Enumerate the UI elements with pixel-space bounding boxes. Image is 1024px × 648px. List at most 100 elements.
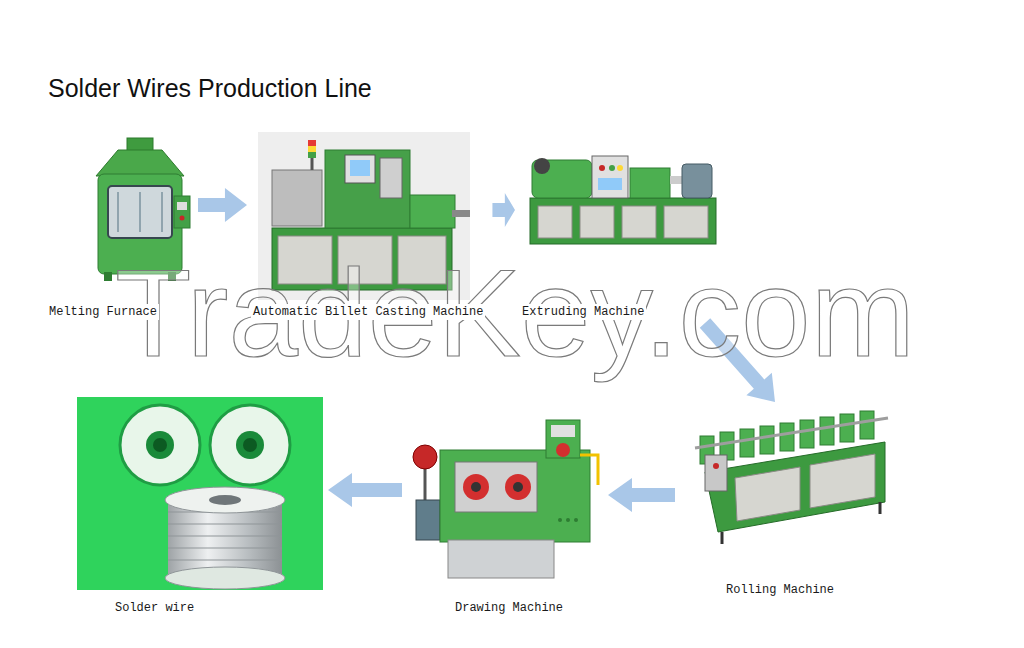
drawing-machine-illustration-part bbox=[513, 482, 523, 492]
rolling-machine-illustration-part bbox=[721, 532, 724, 544]
machine-station: Melting Furnace bbox=[45, 140, 195, 320]
extruding-machine-illustration-part bbox=[617, 165, 623, 171]
station-caption: Drawing Machine bbox=[453, 600, 565, 616]
machine-station: Automatic Billet Casting Machine bbox=[250, 128, 489, 320]
billet-casting-machine-illustration-part bbox=[350, 160, 370, 176]
drawing-machine-illustration-part bbox=[574, 518, 578, 522]
solder-wire-photo-part bbox=[168, 548, 282, 549]
solder-wire-photo-part bbox=[77, 397, 323, 590]
watermark: TradeKey.com bbox=[115, 251, 915, 376]
solder-wire-photo-part bbox=[165, 487, 285, 513]
extruding-machine-illustration-part bbox=[598, 178, 622, 190]
solder-wire-photo-part bbox=[168, 560, 282, 561]
melting-furnace-illustration-part bbox=[104, 272, 112, 281]
solder-wire-photo-part bbox=[153, 438, 167, 452]
melting-furnace-illustration-part bbox=[108, 186, 172, 238]
solder-wire-photo-part bbox=[210, 405, 290, 485]
rolling-machine-illustration-part bbox=[860, 411, 874, 439]
drawing-machine-illustration-part bbox=[546, 420, 580, 458]
billet-casting-machine-illustration-part bbox=[410, 195, 455, 228]
solder-wire-photo-part bbox=[168, 536, 282, 537]
extruding-machine-illustration-part bbox=[538, 206, 572, 238]
melting-furnace-illustration-part bbox=[127, 138, 153, 151]
extruding-machine-illustration-part bbox=[630, 168, 670, 198]
rolling-machine-illustration-part bbox=[695, 418, 888, 448]
machine-station: Solder wire bbox=[75, 395, 325, 616]
solder-wire-photo-part bbox=[168, 524, 282, 525]
flow-arrow bbox=[198, 188, 247, 222]
solder-wire-photo-part bbox=[209, 495, 241, 505]
drawing-machine-illustration-part bbox=[580, 455, 598, 485]
drawing-machine-illustration-part bbox=[556, 443, 570, 457]
solder-wire-photo-part bbox=[165, 567, 285, 589]
rolling-machine-illustration-part bbox=[810, 454, 875, 508]
rolling-machine-illustration bbox=[695, 411, 888, 544]
drawing-machine-illustration-part bbox=[455, 462, 537, 512]
station-caption: Melting Furnace bbox=[47, 304, 159, 320]
solder-wire-photo-part bbox=[243, 438, 257, 452]
station-caption: Automatic Billet Casting Machine bbox=[251, 304, 485, 320]
machine-station: Rolling Machine bbox=[678, 405, 892, 598]
machine-station: Drawing Machine bbox=[405, 410, 605, 616]
rolling-machine-illustration-part bbox=[735, 467, 800, 521]
rolling-machine-illustration-part bbox=[740, 429, 754, 457]
billet-casting-machine-illustration-part bbox=[308, 152, 316, 158]
extruding-machine-illustration-part bbox=[530, 198, 716, 244]
drawing-machine-illustration-part bbox=[448, 540, 554, 578]
rolling-machine-illustration-part bbox=[713, 463, 719, 469]
rolling-machine-illustration-part bbox=[705, 455, 727, 491]
machine-station: Extruding Machine bbox=[518, 120, 723, 320]
melting-furnace-illustration-part bbox=[117, 192, 119, 232]
extruding-machine-illustration bbox=[530, 156, 716, 244]
flow-arrow bbox=[328, 473, 402, 507]
drawing-machine-illustration-part bbox=[558, 518, 562, 522]
billet-casting-machine-illustration-part bbox=[452, 210, 470, 217]
billet-casting-machine-illustration-part bbox=[272, 170, 322, 226]
drawing-machine-illustration-part bbox=[551, 425, 575, 437]
flow-arrow bbox=[608, 478, 675, 512]
billet-casting-machine-illustration-part bbox=[308, 140, 316, 146]
station-caption: Solder wire bbox=[113, 600, 196, 616]
melting-furnace-illustration-part bbox=[177, 202, 187, 210]
drawing-machine-illustration-part bbox=[413, 445, 437, 469]
melting-furnace-illustration-part bbox=[139, 192, 141, 232]
rolling-machine-illustration-part bbox=[760, 426, 774, 454]
drawing-machine-illustration-part bbox=[463, 474, 489, 500]
rolling-machine-illustration-part bbox=[820, 417, 834, 445]
billet-casting-machine-illustration-part bbox=[325, 150, 410, 228]
extruding-machine-illustration-part bbox=[592, 156, 628, 198]
extruding-machine-illustration-part bbox=[580, 206, 614, 238]
station-caption: Extruding Machine bbox=[520, 304, 646, 320]
drawing-machine-illustration-part bbox=[566, 518, 570, 522]
solder-wire-photo bbox=[77, 397, 323, 590]
extruding-machine-illustration-part bbox=[534, 158, 550, 174]
drawing-machine-illustration-part bbox=[416, 500, 440, 540]
drawing-machine-illustration-part bbox=[471, 482, 481, 492]
extruding-machine-illustration-part bbox=[599, 165, 605, 171]
rolling-machine-illustration-part bbox=[800, 420, 814, 448]
extruding-machine-illustration-part bbox=[682, 164, 712, 198]
melting-furnace-illustration-part bbox=[180, 216, 185, 221]
solder-wire-photo-part bbox=[146, 431, 174, 459]
billet-casting-machine-illustration-part bbox=[380, 158, 402, 198]
drawing-machine-illustration-part bbox=[440, 450, 590, 542]
billet-casting-machine-illustration-part bbox=[308, 146, 316, 152]
rolling-machine-illustration-part bbox=[879, 502, 882, 514]
melting-furnace-illustration-part bbox=[161, 192, 163, 232]
extruding-machine-illustration-part bbox=[664, 206, 708, 238]
drawing-machine-illustration bbox=[413, 420, 598, 578]
melting-furnace-illustration-part bbox=[174, 196, 190, 228]
extruding-machine-illustration-part bbox=[609, 165, 615, 171]
station-caption: Rolling Machine bbox=[724, 582, 836, 598]
diagram-title: Solder Wires Production Line bbox=[48, 74, 372, 103]
melting-furnace-illustration-part bbox=[96, 150, 184, 176]
flow-arrow bbox=[492, 193, 515, 227]
rolling-machine-illustration-part bbox=[840, 414, 854, 442]
extruding-machine-illustration-part bbox=[670, 176, 682, 184]
solder-wire-photo-part bbox=[236, 431, 264, 459]
rolling-machine-illustration-part bbox=[780, 423, 794, 451]
billet-casting-machine-illustration-part bbox=[345, 155, 375, 183]
drawing-machine-illustration-part bbox=[505, 474, 531, 500]
extruding-machine-illustration-part bbox=[622, 206, 656, 238]
